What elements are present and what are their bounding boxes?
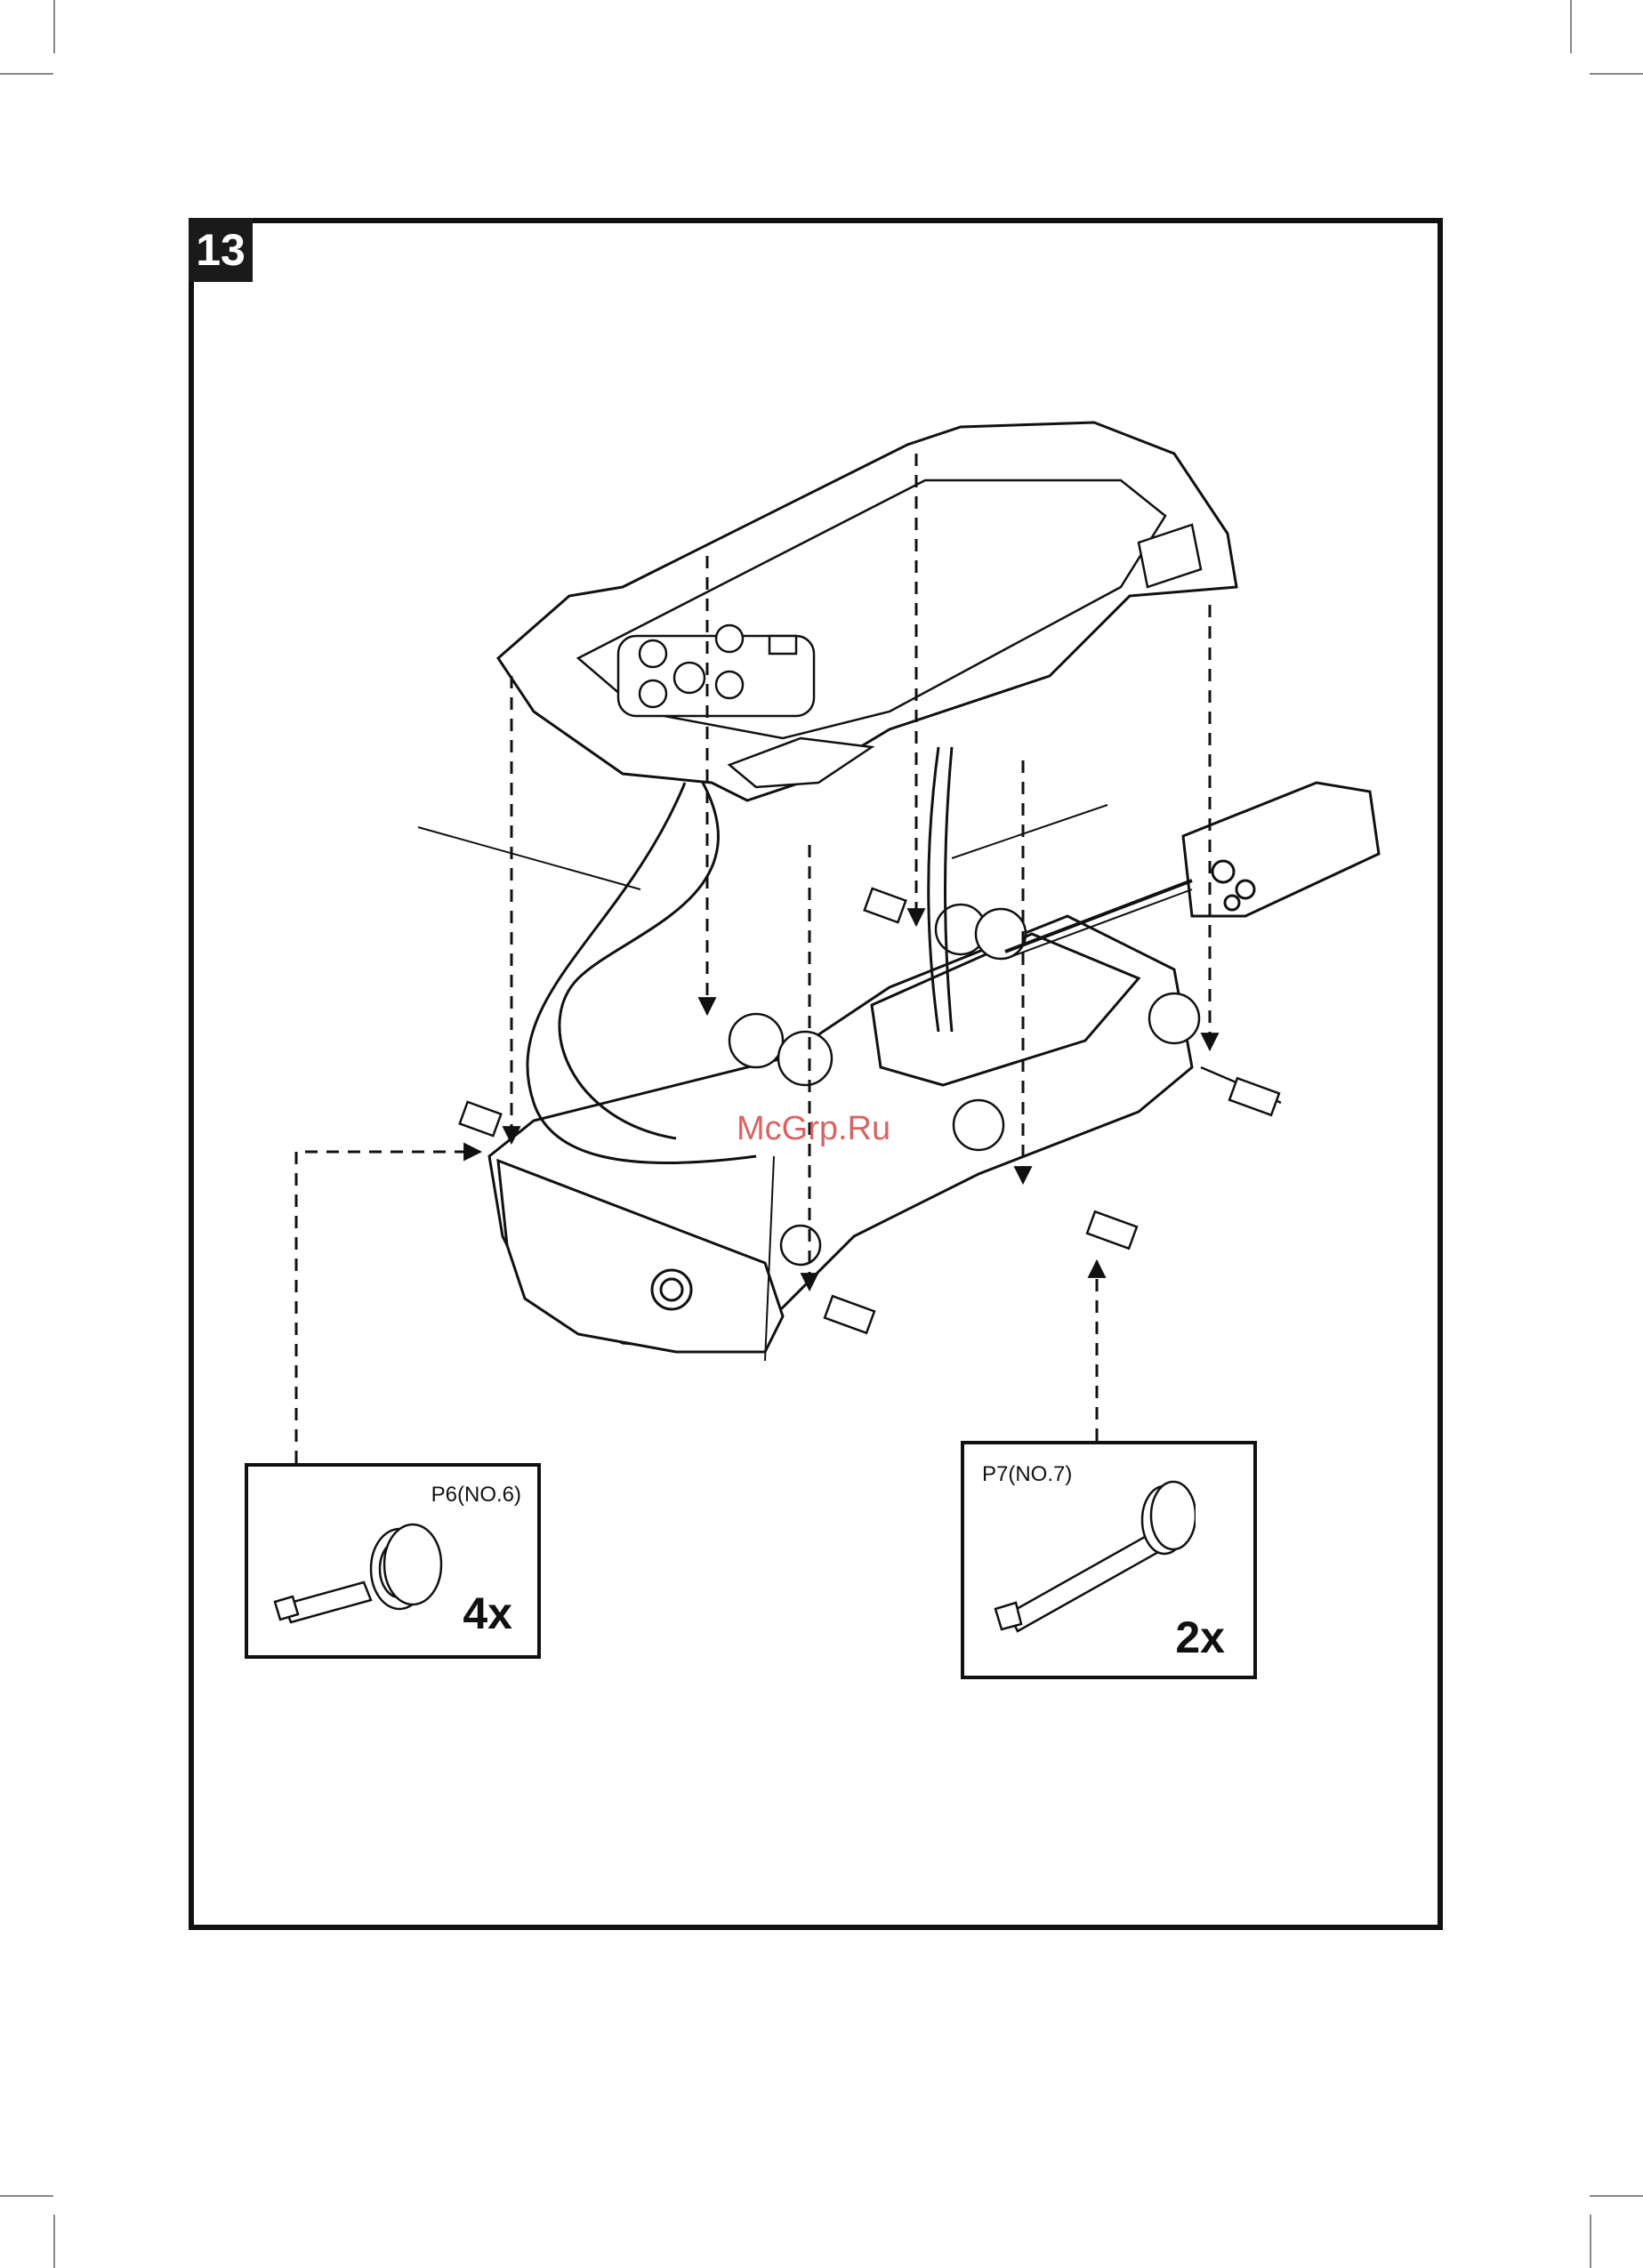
gear-axle-icon [266, 1502, 462, 1645]
gear-axle-icon [982, 1462, 1196, 1658]
top-cover [498, 422, 1236, 800]
part-quantity: 2x [1175, 1612, 1225, 1663]
battery-pack [1183, 783, 1379, 916]
part-quantity: 4x [463, 1588, 512, 1639]
part-box-p6: P6(NO.6) 4x [245, 1463, 541, 1659]
part-box-p7: P7(NO.7) 2x [961, 1441, 1257, 1679]
control-buttons [618, 625, 814, 716]
watermark: McGrp.Ru [737, 1110, 890, 1148]
